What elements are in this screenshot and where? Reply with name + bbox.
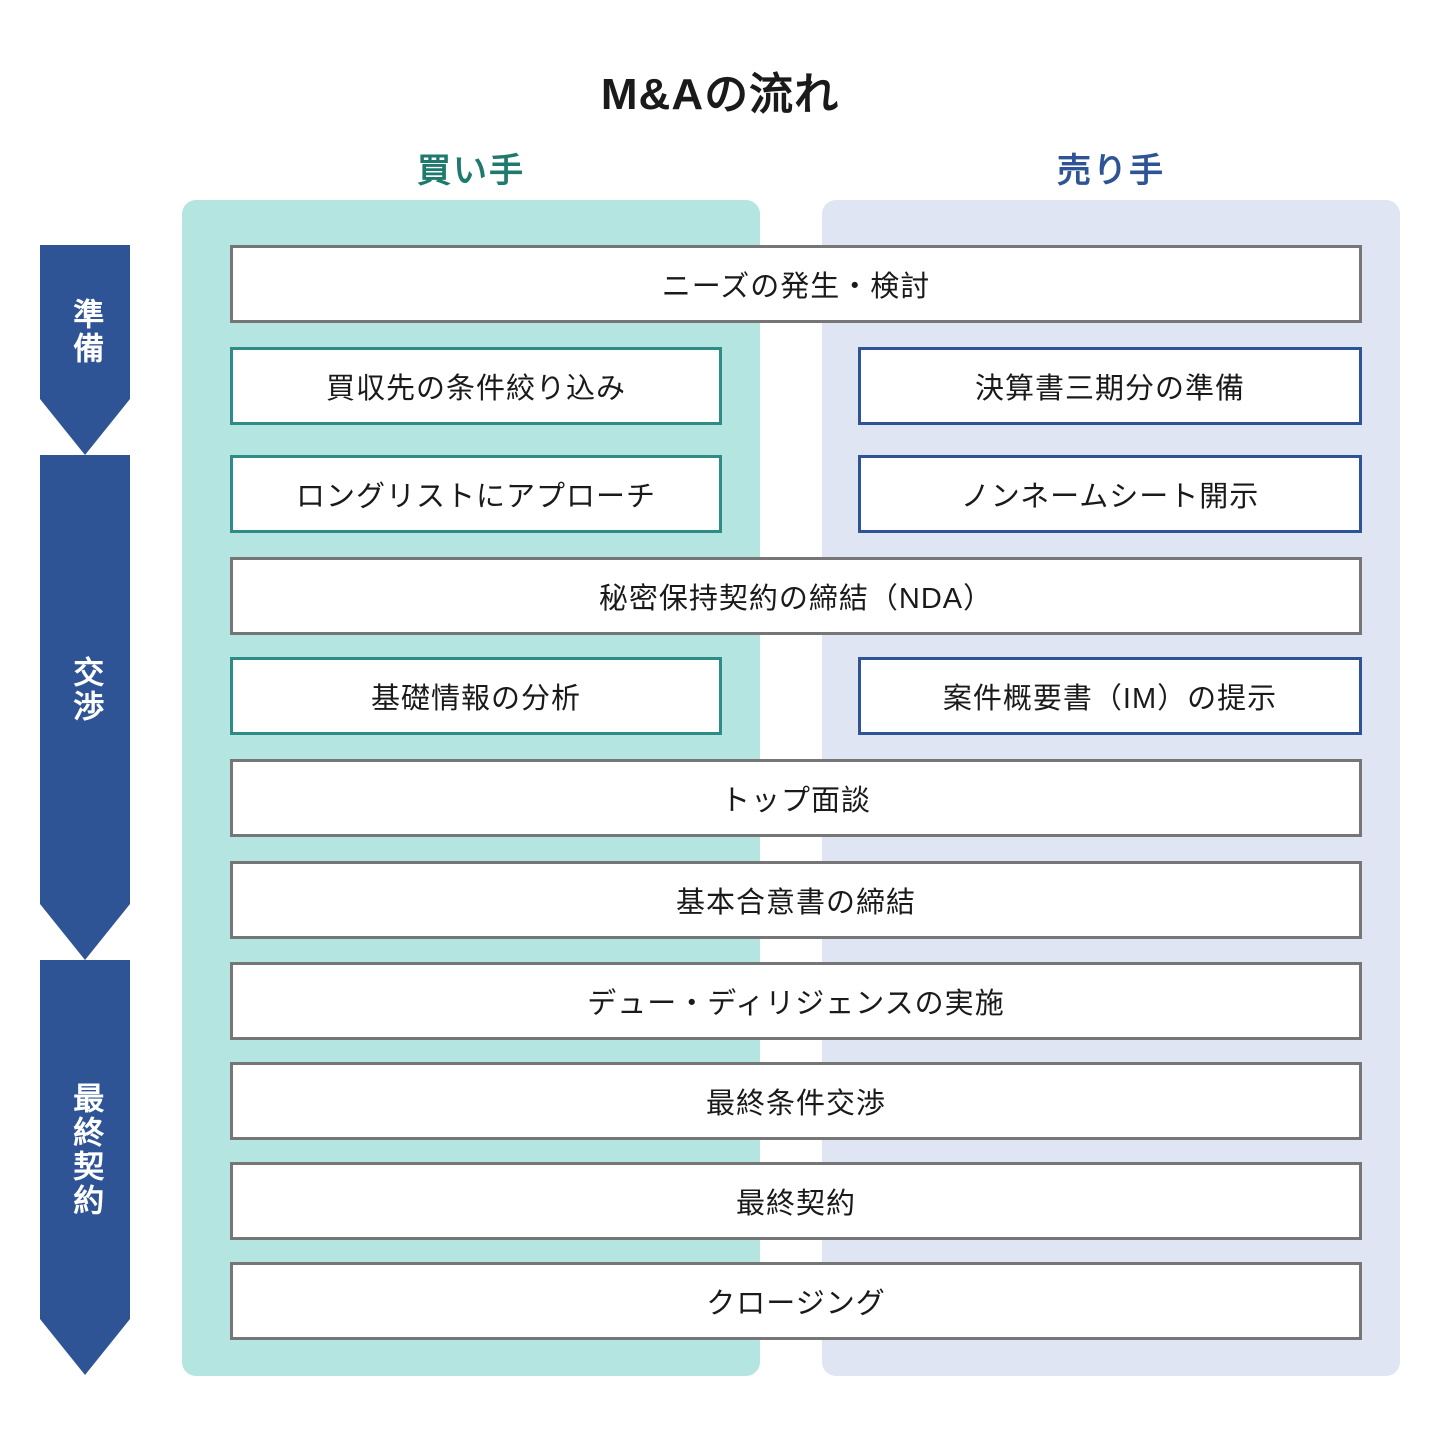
phase-arrow-preparation: 準備 bbox=[40, 245, 130, 455]
page-title: M&Aの流れ bbox=[600, 70, 840, 119]
arrow-shape-icon bbox=[40, 455, 130, 960]
step-box-seller-im: 案件概要書（IM）の提示 bbox=[858, 657, 1362, 735]
step-box-seller-nonname-sheet: ノンネームシート開示 bbox=[858, 455, 1362, 533]
step-box-loi: 基本合意書の締結 bbox=[230, 861, 1362, 939]
step-box-buyer-longlist: ロングリストにアプローチ bbox=[230, 455, 722, 533]
phase-label-final-contract: 最終契約 bbox=[68, 1081, 104, 1218]
phase-arrow-negotiation: 交渉 bbox=[40, 455, 130, 960]
step-box-seller-financials: 決算書三期分の準備 bbox=[858, 347, 1362, 425]
step-box-top-meeting: トップ面談 bbox=[230, 759, 1362, 837]
phase-label-preparation: 準備 bbox=[68, 298, 104, 366]
step-box-closing: クロージング bbox=[230, 1262, 1362, 1340]
column-header-buyer: 買い手 bbox=[417, 152, 525, 190]
step-box-final-terms: 最終条件交渉 bbox=[230, 1062, 1362, 1140]
step-box-needs: ニーズの発生・検討 bbox=[230, 245, 1362, 323]
step-box-due-diligence: デュー・ディリジェンスの実施 bbox=[230, 962, 1362, 1040]
step-box-buyer-basic-analysis: 基礎情報の分析 bbox=[230, 657, 722, 735]
arrow-shape-icon bbox=[40, 960, 130, 1375]
step-box-nda: 秘密保持契約の締結（NDA） bbox=[230, 557, 1362, 635]
column-header-seller: 売り手 bbox=[1057, 152, 1165, 190]
step-box-final-contract: 最終契約 bbox=[230, 1162, 1362, 1240]
step-box-buyer-target-criteria: 買収先の条件絞り込み bbox=[230, 347, 722, 425]
phase-label-negotiation: 交渉 bbox=[68, 655, 104, 724]
phase-arrow-final-contract: 最終契約 bbox=[40, 960, 130, 1375]
